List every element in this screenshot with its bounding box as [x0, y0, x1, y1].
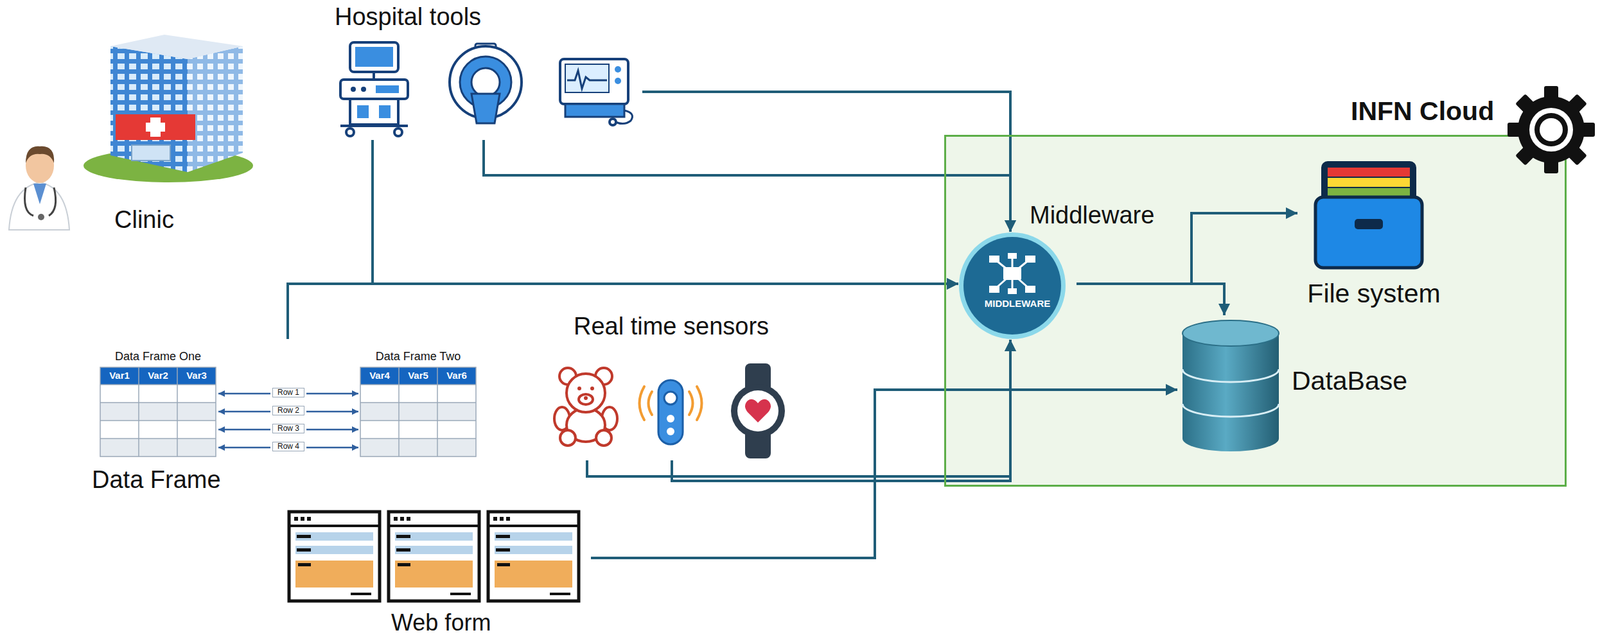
table-title: Data Frame One	[100, 350, 216, 364]
flow-arrow	[372, 140, 959, 284]
region-title: INFN Cloud	[1350, 96, 1495, 126]
web-form-icons	[289, 511, 579, 602]
file-system-node: File system	[1297, 156, 1451, 317]
flow-arrow	[587, 339, 1011, 477]
cloud-region: INFN CloudMiddlewareMIDDLEWAREFile syste…	[944, 134, 1567, 487]
middleware-node: MiddlewareMIDDLEWARE	[958, 231, 1077, 340]
node-label: Clinic	[114, 206, 175, 234]
data-frame-tables	[100, 367, 476, 457]
mri-scanner	[449, 43, 522, 124]
cloud-region-fill	[944, 134, 1567, 487]
gear-icon	[1506, 84, 1597, 175]
flow-arrow	[1076, 283, 1225, 316]
column-header: Var5	[398, 370, 438, 382]
middleware-circle	[958, 231, 1067, 340]
node-label: Data Frame	[91, 466, 221, 494]
ultrasound-machine	[340, 42, 408, 137]
doctor-icon	[8, 146, 70, 230]
teddy-bear-sensor	[554, 368, 618, 446]
flow-arrow	[642, 91, 1011, 232]
row-tag: Row 1	[272, 387, 305, 398]
hospital-tools-group: Hospital tools	[330, 2, 643, 141]
database-node: DataBase	[1177, 315, 1428, 455]
column-header: Var4	[360, 370, 399, 382]
node-heading: Middleware	[1029, 202, 1155, 230]
column-header: Var1	[100, 370, 139, 382]
table-title: Data Frame Two	[360, 350, 476, 364]
patient-monitor	[560, 59, 633, 126]
column-header: Var3	[177, 370, 216, 382]
node-label: File system	[1297, 279, 1451, 309]
web-form-group: Web form	[282, 507, 591, 640]
wearable-sensor	[639, 380, 703, 445]
smart-watch	[730, 363, 785, 459]
clinic-group: Clinic	[5, 38, 259, 236]
flow-arrow	[483, 140, 1011, 232]
flow-arrow	[590, 389, 1178, 559]
file-cabinet-icon	[1313, 159, 1425, 271]
column-header: Var6	[437, 370, 476, 382]
column-header: Var2	[138, 370, 178, 382]
row-tag: Row 2	[272, 405, 305, 416]
sensors-group: Real time sensors	[542, 309, 791, 461]
row-tag: Row 3	[272, 423, 305, 434]
node-label: Web form	[391, 610, 491, 636]
group-heading: Real time sensors	[573, 313, 769, 341]
icon-caption: MIDDLEWARE	[958, 298, 1077, 310]
row-tag: Row 4	[272, 441, 305, 452]
flow-arrow	[671, 339, 1011, 482]
group-heading: Hospital tools	[334, 3, 482, 31]
clinic-building	[83, 34, 254, 183]
database-cylinder	[1180, 317, 1281, 455]
node-label: DataBase	[1291, 366, 1408, 396]
data-frame-group: Data Frame	[89, 339, 482, 502]
